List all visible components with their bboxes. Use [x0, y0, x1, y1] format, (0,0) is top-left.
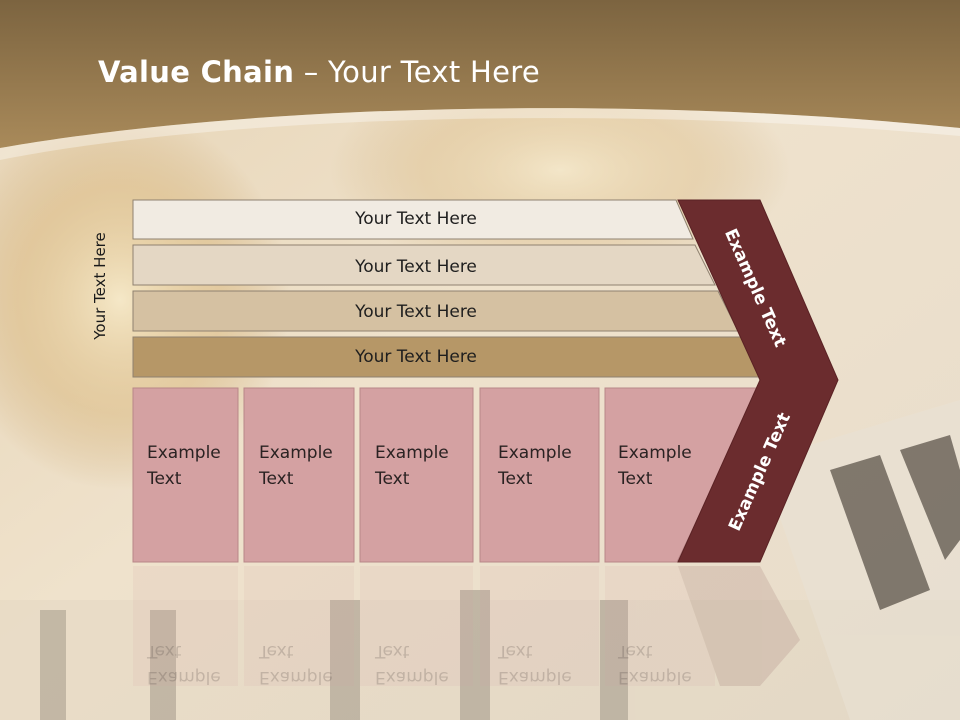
card-4[interactable]: [479, 387, 600, 563]
title-rest: – Your Text Here: [294, 55, 540, 89]
bar-1-label: Your Text Here: [355, 209, 477, 229]
card-1-refl-line1: Example: [147, 667, 221, 687]
card-5-reflection: Example Text: [604, 590, 714, 690]
card-2-refl-line1: Example: [259, 667, 333, 687]
card-1-refl-line2: Text: [147, 641, 182, 661]
card-2-refl-line2: Text: [259, 641, 294, 661]
title-bold: Value Chain: [98, 55, 295, 89]
slide-title: Value Chain – Your Text Here: [98, 55, 540, 89]
card-5[interactable]: [604, 387, 761, 563]
card-4-line2: Text: [498, 469, 533, 489]
bar-2-label: Your Text Here: [355, 257, 477, 277]
bar-1[interactable]: [132, 199, 694, 240]
card-5-refl-line1: Example: [618, 667, 692, 687]
card-2-line2: Text: [259, 469, 294, 489]
card-3[interactable]: [359, 387, 474, 563]
card-4-refl-line2: Text: [498, 641, 533, 661]
card-5-line1: Example: [618, 443, 692, 463]
card-4-refl-line1: Example: [498, 667, 572, 687]
card-2-line1: Example: [259, 443, 333, 463]
bar-3-label: Your Text Here: [355, 302, 477, 322]
card-3-line1: Example: [375, 443, 449, 463]
bar-2[interactable]: [132, 244, 716, 286]
card-3-refl-line1: Example: [375, 667, 449, 687]
card-1[interactable]: [132, 387, 239, 563]
bar-4-label: Your Text Here: [355, 347, 477, 367]
card-4-reflection: Example Text: [484, 590, 599, 690]
card-3-line2: Text: [375, 469, 410, 489]
card-2[interactable]: [243, 387, 355, 563]
card-5-refl-line2: Text: [618, 641, 653, 661]
card-5-line2: Text: [618, 469, 653, 489]
card-1-line1: Example: [147, 443, 221, 463]
card-3-refl-line2: Text: [375, 641, 410, 661]
card-4-line1: Example: [498, 443, 572, 463]
card-3-reflection: Example Text: [361, 590, 474, 690]
chevron-arrow[interactable]: [677, 199, 839, 563]
card-2-reflection: Example Text: [245, 590, 355, 690]
card-1-reflection: Example Text: [133, 590, 238, 690]
card-1-line2: Text: [147, 469, 182, 489]
